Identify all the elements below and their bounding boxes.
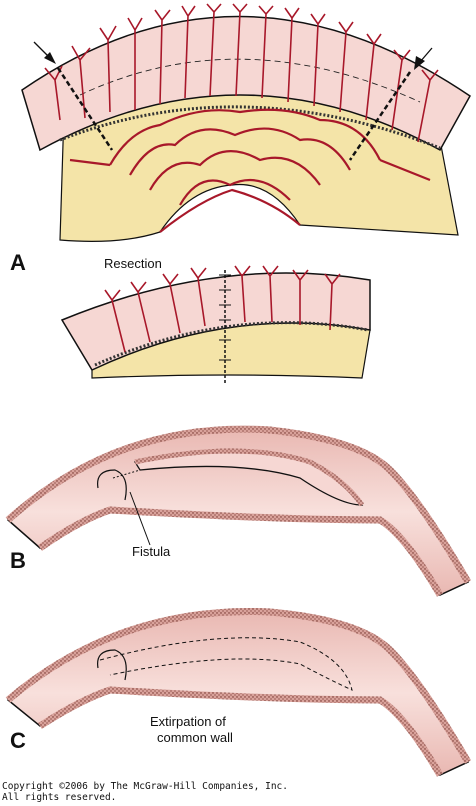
suture-line (219, 270, 231, 385)
panel-c-diagram (5, 608, 472, 777)
panel-b-caption: Fistula (132, 544, 171, 559)
panel-c-letter: C (10, 728, 26, 753)
fistula-leader-line (129, 491, 151, 546)
vasa-recta (44, 3, 439, 143)
panel-a-caption: Resection (104, 256, 162, 271)
arrow-right-icon (414, 47, 433, 70)
vessel-arcades (69, 108, 431, 233)
mesenteric-border-shading (59, 105, 441, 150)
outer-wall-stipple-b (5, 425, 472, 584)
panel-b-diagram (5, 425, 472, 597)
copyright-line-2: All rights reserved. (2, 792, 117, 803)
panel-a-diagram (21, 3, 471, 242)
anastomosis-shading (94, 321, 369, 367)
resection-markers (33, 41, 433, 161)
panel-a-letter: A (10, 250, 26, 275)
panel-c-caption-line-1: Extirpation of (150, 714, 226, 729)
copyright-notice: Copyright ©2006 by The McGraw-Hill Compa… (2, 781, 288, 803)
fistula-opening (97, 469, 127, 501)
outer-wall-stipple-c (5, 608, 472, 764)
removed-wall-outline (99, 637, 353, 691)
anastomosis-diagram (60, 265, 371, 385)
inner-wall-stipple-b (37, 506, 444, 597)
panel-c-caption-line-2: common wall (157, 730, 233, 745)
dashed-centerline (79, 58, 421, 103)
copyright-line-1: Copyright ©2006 by The McGraw-Hill Compa… (2, 781, 288, 792)
anastomosis-vessels (104, 265, 341, 353)
pouch-fold-c (97, 649, 127, 681)
fistula-dotted (112, 469, 141, 479)
panel-b-letter: B (10, 548, 26, 573)
arrow-left-icon (33, 41, 56, 64)
inner-loop-stipple-b (134, 448, 365, 507)
inner-wall-stipple-c (38, 686, 444, 777)
